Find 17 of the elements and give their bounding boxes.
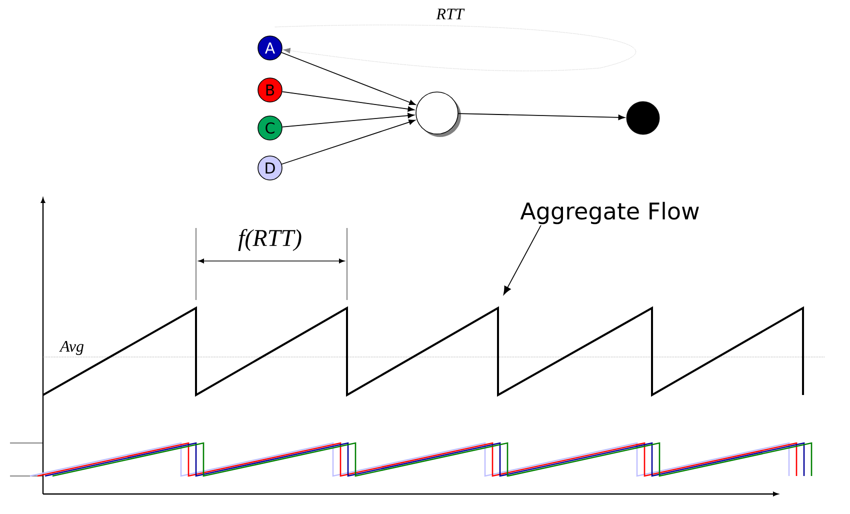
host-node: D [258,156,282,180]
host-node: B [258,78,282,102]
arrow [281,52,416,106]
text-label: RTT [436,8,465,20]
host-node: A [258,36,282,60]
leader-line [503,224,542,295]
arrow [282,112,414,128]
host-node: C [258,116,282,140]
arrow [458,113,625,120]
flow-label: Aggregate Flow [520,202,699,224]
arrow [282,91,414,112]
text-label: f(RTT) [238,229,302,251]
destination-node [626,101,660,135]
arrow [281,120,416,165]
text-label: Avg [59,341,84,355]
loop-arrow [274,24,635,72]
router-node [416,92,461,137]
